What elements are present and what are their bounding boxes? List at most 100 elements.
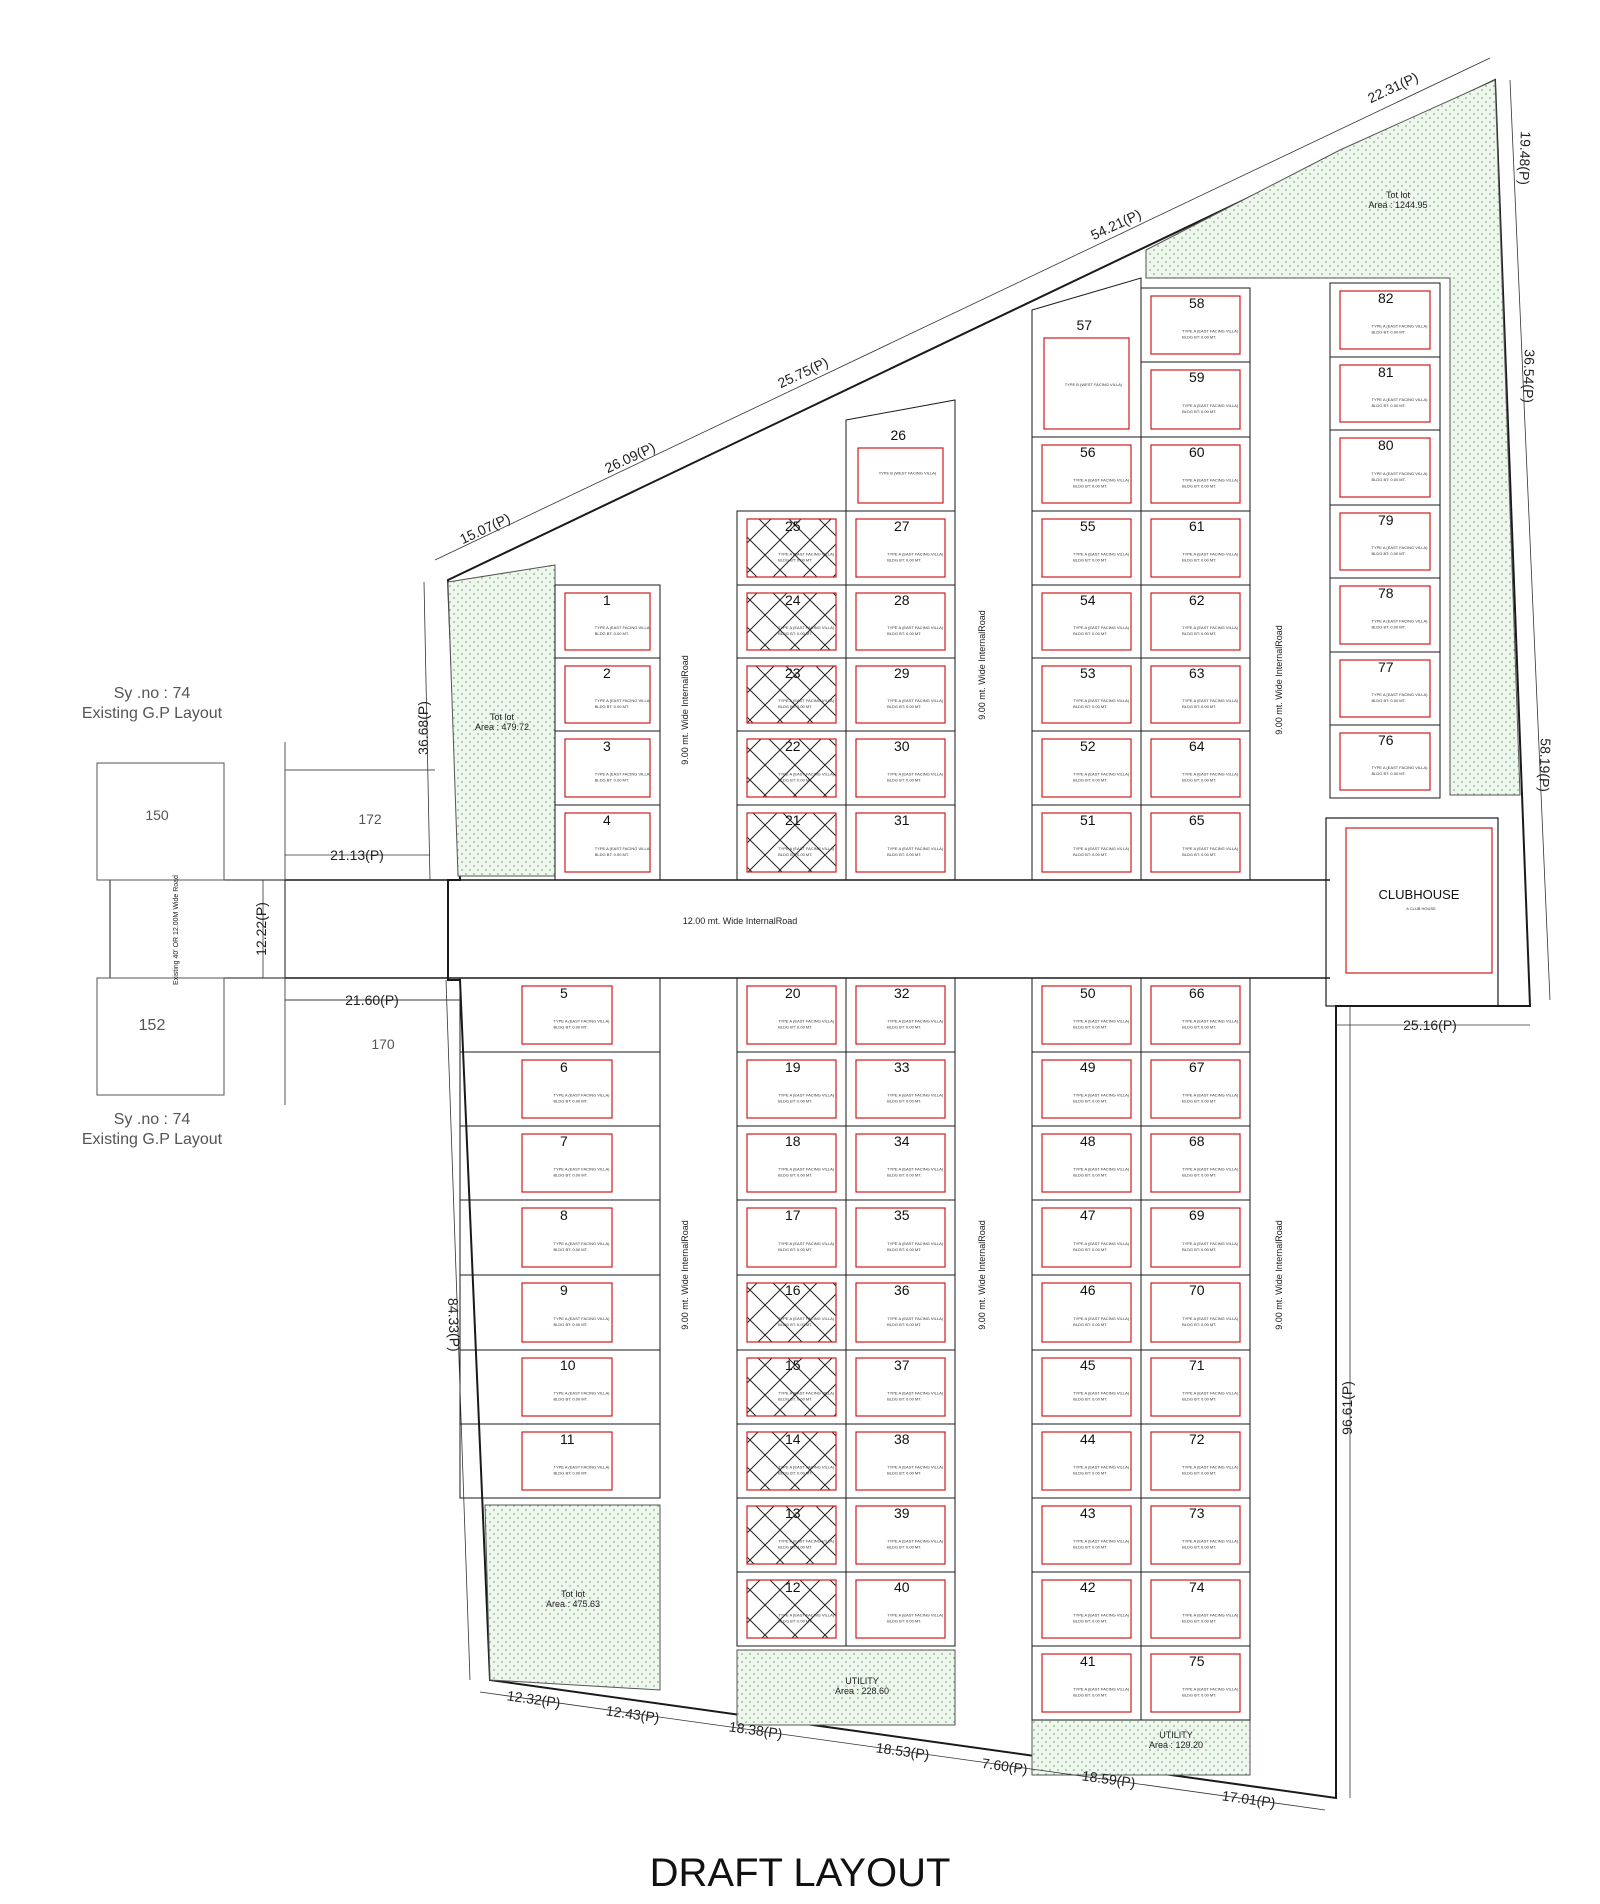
plot-type-note: TYPE A (EAST FACING VILLA) xyxy=(554,1390,611,1395)
plot-type-note: TYPE A (EAST FACING VILLA) xyxy=(1182,1092,1239,1097)
building-footprint xyxy=(521,1357,613,1417)
plot-boundary xyxy=(1031,277,1142,438)
neighbor-150: 150 xyxy=(145,807,169,823)
plot-type-note: TYPE A (EAST FACING VILLA) xyxy=(1073,1464,1130,1469)
plot-bua-note: BLDG BT: 0.00 MT. xyxy=(1372,329,1406,334)
dim-north5: 15.07(P) xyxy=(457,510,512,547)
totlot-top-area: Area : 1244.95 xyxy=(1368,200,1427,210)
plot-bua-note: BLDG BT: 0.00 MT. xyxy=(1073,1692,1107,1697)
plot-number: 73 xyxy=(1189,1505,1205,1521)
plot-number: 16 xyxy=(785,1282,801,1298)
building-footprint xyxy=(1150,1505,1241,1565)
dim-north2: 54.21(P) xyxy=(1088,206,1143,243)
plot-number: 4 xyxy=(603,812,611,828)
plot-number: 58 xyxy=(1189,295,1205,311)
plot-boundary xyxy=(845,1571,956,1647)
plot-type-note: TYPE A (EAST FACING VILLA) xyxy=(1372,692,1429,697)
